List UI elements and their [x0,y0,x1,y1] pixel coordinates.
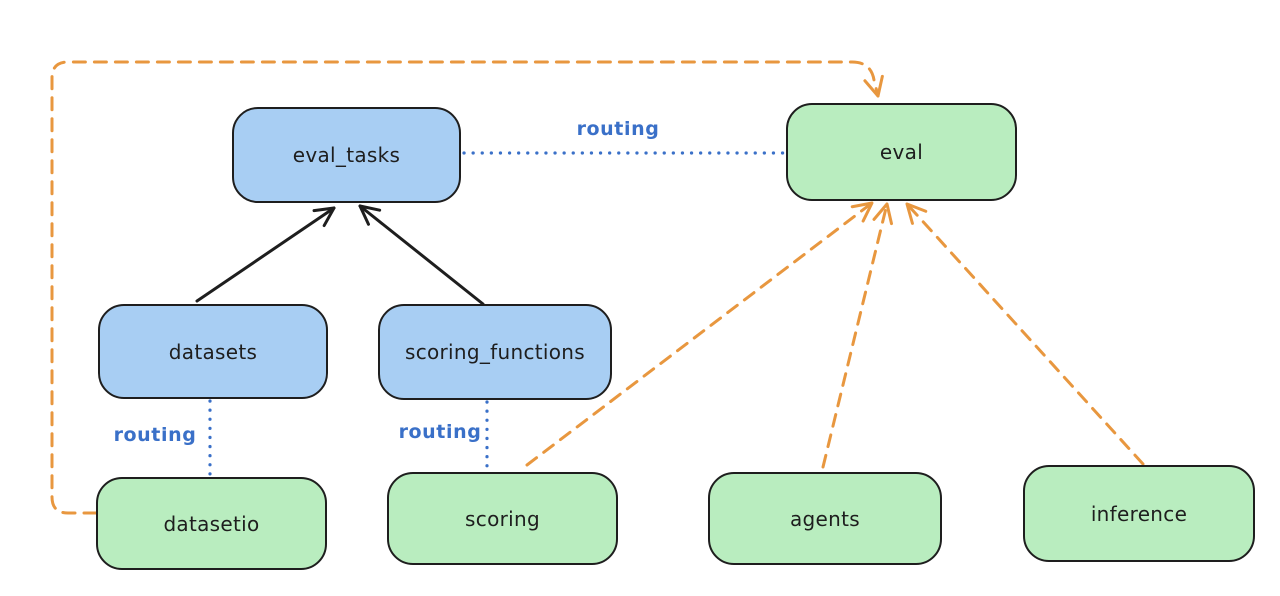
node-inference: inference [1023,465,1255,562]
edge-label-routing-eval-tasks-eval: routing [576,118,660,140]
node-agents: agents [708,472,942,565]
node-datasetio-label: datasetio [163,511,260,536]
edge-scoring-functions-to-eval-tasks [358,204,485,306]
edge-label-routing-scoring-functions-scoring: routing [398,421,482,443]
node-eval: eval [786,103,1017,201]
node-agents-label: agents [790,506,860,531]
edge-label-routing-datasets-datasetio: routing [113,424,197,446]
node-eval-tasks: eval_tasks [232,107,461,203]
node-datasets-label: datasets [168,339,258,364]
node-eval-label: eval [879,140,924,164]
node-eval-tasks-label: eval_tasks [292,143,401,167]
edge-datasets-to-eval-tasks [195,206,336,303]
edge-inference-to-eval [905,202,1145,466]
node-scoring-functions: scoring_functions [378,304,612,400]
node-scoring: scoring [387,472,618,565]
node-scoring-label: scoring [465,506,540,531]
node-datasets: datasets [98,304,328,399]
node-scoring-functions-label: scoring_functions [404,340,586,364]
node-datasetio: datasetio [96,477,327,570]
edge-agents-to-eval [821,202,893,469]
node-inference-label: inference [1090,501,1188,526]
